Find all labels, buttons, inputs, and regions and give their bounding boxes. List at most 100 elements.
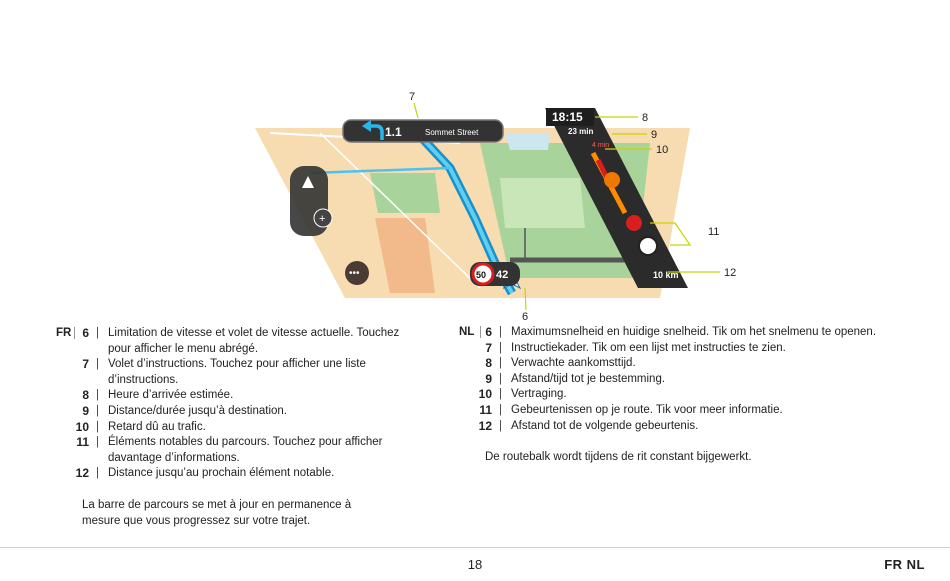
callout-10: 10 <box>656 144 668 156</box>
instruction-street: Sommet Street <box>425 128 479 137</box>
zoom-in-symbol: + <box>319 213 325 225</box>
legend-item: 6 | Maximumsnelheid en huidige snelheid.… <box>459 325 879 341</box>
traffic-event-icon[interactable] <box>604 172 620 188</box>
legend-text: Afstand tot de volgende gebeurtenis. <box>511 419 699 432</box>
page-number: 18 <box>467 557 483 572</box>
language-tag-nl: NL <box>459 326 475 338</box>
legend-text: Vertraging. <box>511 388 567 401</box>
legend-item: 9 | Afstand/tijd tot je bestemming. <box>459 372 879 388</box>
legend-item: 7 | Volet d’instructions. Touchez pour a… <box>56 357 416 388</box>
legend-number: 12 <box>75 466 89 481</box>
callout-8: 8 <box>642 112 648 124</box>
zoom-in-icon[interactable] <box>313 208 333 228</box>
map-route-branch <box>309 166 451 175</box>
remaining-time: 23 min <box>568 127 593 136</box>
callout-lines <box>413 102 720 311</box>
turn-left-arrow-icon <box>370 124 384 140</box>
delay-time: 4 min <box>592 142 609 149</box>
legend-separator: | <box>499 372 502 385</box>
legend-number: 9 <box>82 403 89 418</box>
legend-text: Maximumsnelheid en huidige snelheid. Tik… <box>511 326 877 338</box>
legend-number: 8 <box>485 356 492 371</box>
legend-text: Volet d’instructions. Touchez pour affic… <box>108 358 366 386</box>
legend-separator: | <box>96 436 99 449</box>
legend-text: Retard dû au trafic. <box>108 420 206 433</box>
legend-number: 10 <box>75 419 89 434</box>
legend-number: 6 <box>82 326 89 340</box>
map-green-field-left <box>370 173 440 213</box>
legend-separator: | <box>96 404 99 417</box>
footer-divider <box>0 547 950 548</box>
legend-item: 11 | Gebeurtenissen op je route. Tik voo… <box>459 403 879 419</box>
legend-item: 9 | Distance/durée jusqu’à destination. <box>56 404 416 420</box>
navigation-screen-illustration: 1.1 Sommet Street + ••• 50 42 18:15 23 m… <box>255 91 736 323</box>
legend-item: 11 | Éléments notables du parcours. Touc… <box>56 435 416 466</box>
legend-text: Distance/durée jusqu’à destination. <box>108 404 288 417</box>
legend-text: Distance jusqu’au prochain élément notab… <box>108 467 335 480</box>
legend-text: Limitation de vitesse et volet de vitess… <box>108 327 400 355</box>
eta-time: 18:15 <box>552 110 583 124</box>
legend-separator: | <box>499 388 502 401</box>
eta-box <box>546 108 594 126</box>
callout-11: 11 <box>708 226 719 238</box>
language-tag-fr: FR <box>56 327 72 339</box>
main-menu-button[interactable] <box>345 261 369 285</box>
callout-7: 7 <box>409 91 415 103</box>
legend-separator: | <box>96 389 99 402</box>
legend-text: Instructiekader. Tik om een lijst met in… <box>511 341 786 354</box>
language-divider <box>74 327 75 339</box>
view-switch-icon[interactable] <box>302 176 314 188</box>
legend-separator: | <box>499 357 502 370</box>
legend-text: Gebeurtenissen op je route. Tik voor mee… <box>511 403 783 416</box>
callout-12: 12 <box>724 267 736 279</box>
legend-item: 7 | Instructiekader. Tik om een lijst me… <box>459 341 879 357</box>
legend-item: 12 | Afstand tot de volgende gebeurtenis… <box>459 419 879 435</box>
legend-text: Heure d’arrivée estimée. <box>108 389 234 402</box>
legend-french: FR 6 | Limitation de vitesse et volet de… <box>56 326 416 529</box>
legend-item: 12 | Distance jusqu’au prochain élément … <box>56 466 416 482</box>
map-tan-field <box>375 218 435 293</box>
map-light-field <box>500 178 585 228</box>
legend-text: Éléments notables du parcours. Touchez p… <box>108 436 383 464</box>
legend-number: 11 <box>76 435 89 450</box>
legend-separator: | <box>499 403 502 416</box>
legend-number: 6 <box>485 325 492 339</box>
legend-note: De routebalk wordt tijdens de rit consta… <box>485 451 752 464</box>
legend-dutch: NL 6 | Maximumsnelheid en huidige snelhe… <box>459 325 879 466</box>
legend-separator: | <box>96 327 99 339</box>
map-water <box>505 133 550 150</box>
legend-number: 7 <box>485 340 492 355</box>
instruction-distance: 1.1 <box>385 125 402 139</box>
legend-separator: | <box>499 326 502 338</box>
legend-item: 10 | Vertraging. <box>459 387 879 403</box>
language-divider <box>480 326 481 338</box>
turn-arrow-head-icon <box>362 120 371 132</box>
legend-item: 6 | Limitation de vitesse et volet de vi… <box>56 326 416 357</box>
legend-item: 8 | Verwachte aankomsttijd. <box>459 356 879 372</box>
footer-languages: FR NL <box>884 557 925 572</box>
legend-note: La barre de parcours se met à jour en pe… <box>82 498 352 527</box>
legend-separator: | <box>96 358 99 371</box>
legend-number: 9 <box>485 371 492 386</box>
legend-number: 8 <box>82 388 89 403</box>
current-speed-value: 42 <box>496 269 508 281</box>
callout-9: 9 <box>651 129 657 141</box>
legend-number: 7 <box>82 357 89 372</box>
legend-number: 12 <box>478 418 492 433</box>
speed-camera-icon[interactable] <box>638 236 658 256</box>
speed-limit-value: 50 <box>476 270 486 280</box>
danger-zone-icon[interactable] <box>626 215 642 231</box>
legend-text: Afstand/tijd tot je bestemming. <box>511 372 666 385</box>
callout-6: 6 <box>522 311 528 323</box>
legend-separator: | <box>499 341 502 354</box>
main-menu-dots-icon: ••• <box>349 268 360 279</box>
map-road <box>319 132 481 289</box>
legend-separator: | <box>96 467 99 480</box>
legend-item: 10 | Retard dû au trafic. <box>56 420 416 436</box>
legend-separator: | <box>96 420 99 433</box>
legend-number: 10 <box>478 387 492 402</box>
legend-item: 8 | Heure d’arrivée estimée. <box>56 388 416 404</box>
speed-limit-sign <box>471 262 495 286</box>
legend-number: 11 <box>479 402 492 417</box>
legend-separator: | <box>499 419 502 432</box>
